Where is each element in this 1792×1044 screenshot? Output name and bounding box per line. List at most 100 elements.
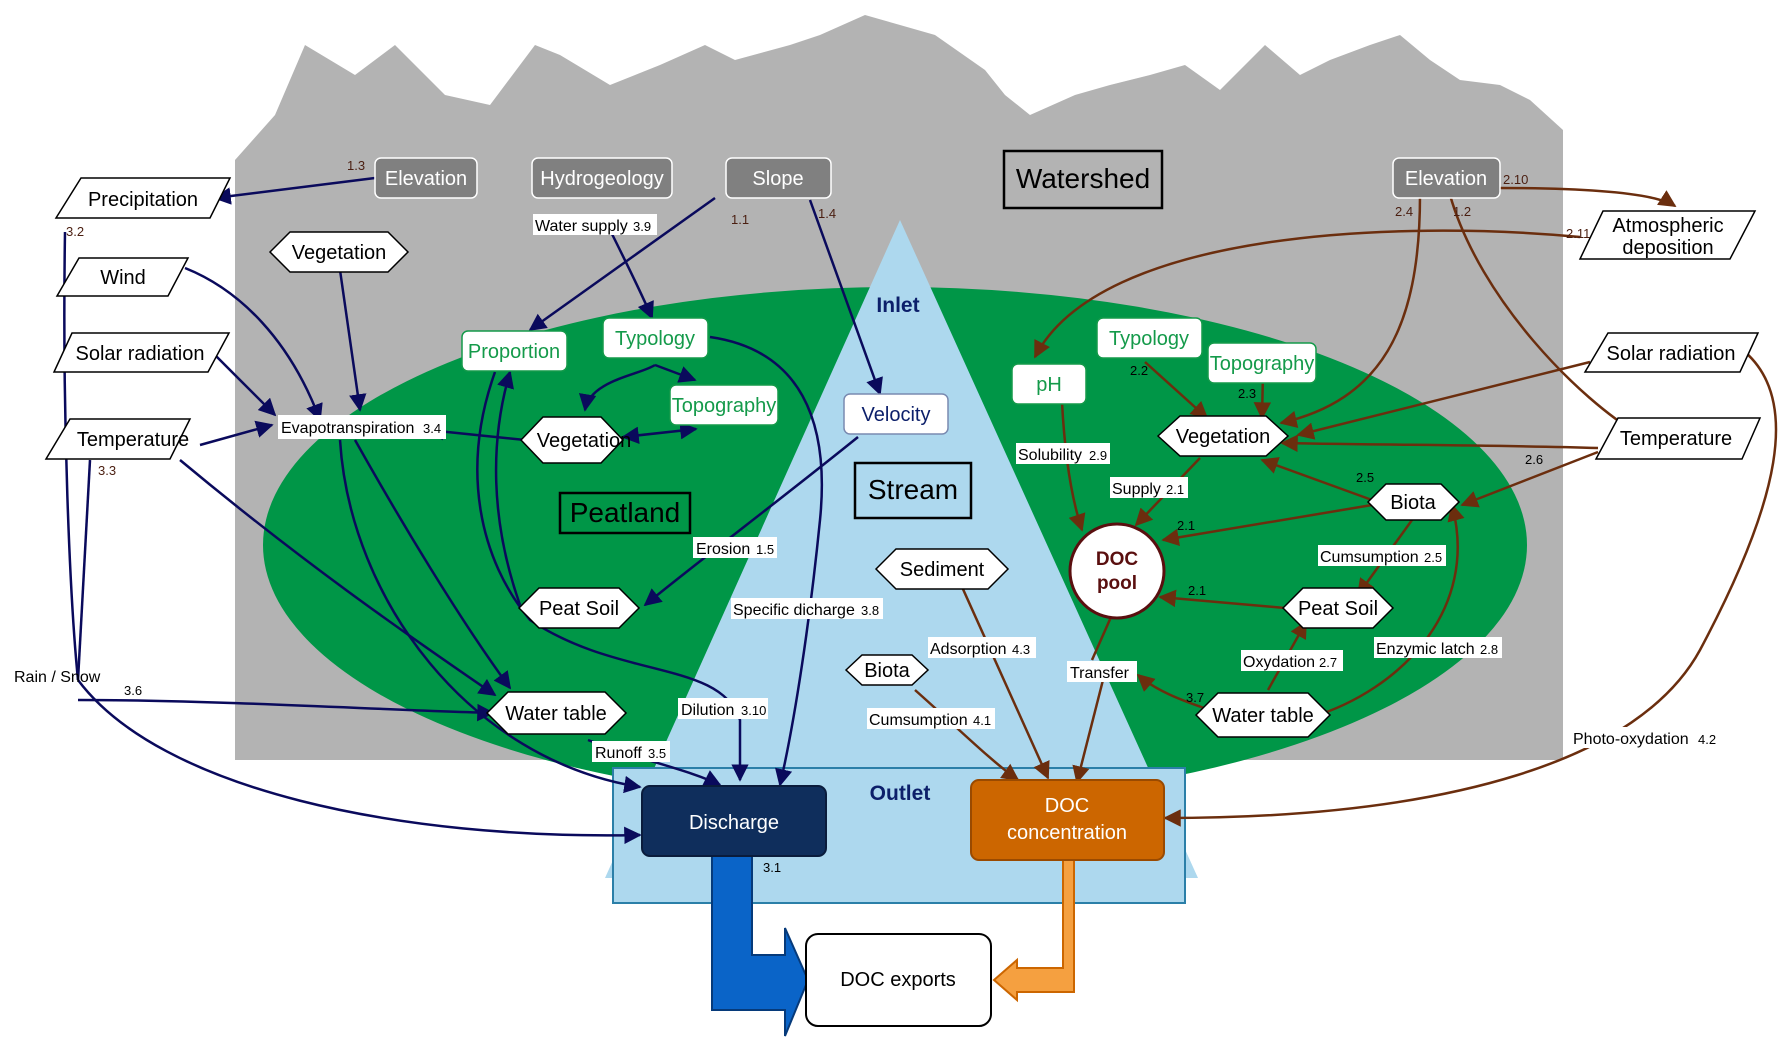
svg-text:1.3: 1.3 (347, 158, 365, 173)
svg-text:Velocity: Velocity (862, 404, 931, 426)
svg-text:Biota: Biota (1390, 492, 1436, 514)
doc-pool-node: DOC pool (1068, 522, 1166, 620)
ph-node: pH (1011, 363, 1087, 405)
svg-text:1.1: 1.1 (731, 212, 749, 227)
stream-title: Stream (853, 461, 973, 520)
water-table-node-right: Water table (1194, 692, 1332, 738)
svg-text:2.10: 2.10 (1503, 172, 1528, 187)
svg-text:Temperature: Temperature (1620, 428, 1732, 450)
svg-text:Typology: Typology (615, 328, 695, 350)
svg-text:deposition: deposition (1622, 237, 1713, 259)
elevation-node-right: Elevation (1392, 157, 1501, 199)
svg-text:Proportion: Proportion (468, 341, 560, 363)
atmospheric-deposition-node: Atmospheric deposition (1578, 210, 1757, 260)
svg-text:3.6: 3.6 (124, 683, 142, 698)
svg-text:Evapotranspiration: Evapotranspiration (281, 420, 414, 437)
svg-text:3.7: 3.7 (1186, 690, 1204, 705)
biota-node-right: Biota (1366, 483, 1461, 521)
svg-text:4.2: 4.2 (1698, 732, 1716, 747)
svg-text:Cumsumption: Cumsumption (1320, 549, 1419, 566)
svg-text:3.10: 3.10 (741, 703, 766, 718)
svg-text:3.8: 3.8 (861, 603, 879, 618)
svg-text:2.1: 2.1 (1188, 583, 1206, 598)
doc-concentration-box: DOC concentration (970, 779, 1165, 861)
svg-text:Watershed: Watershed (1016, 163, 1150, 194)
svg-text:Wind: Wind (100, 267, 146, 289)
inlet-label: Inlet (876, 294, 919, 317)
rain-snow-label: Rain / Snow (14, 669, 101, 686)
svg-text:Atmospheric: Atmospheric (1612, 215, 1723, 237)
typology-node-left: Typology (602, 317, 709, 359)
doc-exports-box: DOC exports (805, 933, 992, 1027)
velocity-node: Velocity (843, 393, 949, 435)
svg-text:Discharge: Discharge (689, 812, 779, 834)
svg-text:Water supply: Water supply (535, 218, 628, 235)
vegetation-node-peatland: Vegetation (519, 416, 632, 464)
enzymic-latch-label: Enzymic latch 2.8 (1374, 637, 1502, 658)
svg-text:Transfer: Transfer (1070, 665, 1130, 682)
peat-soil-node-right: Peat Soil (1281, 587, 1395, 629)
discharge-export-arrow (711, 854, 810, 1037)
elevation-node-left: Elevation (374, 157, 478, 199)
svg-text:Stream: Stream (868, 474, 958, 505)
topography-node-left: Topography (669, 384, 779, 426)
svg-text:Biota: Biota (864, 660, 910, 682)
svg-text:Hydrogeology: Hydrogeology (540, 168, 663, 190)
proportion-node: Proportion (461, 330, 568, 372)
svg-text:Topography: Topography (1210, 353, 1315, 375)
svg-text:Solar radiation: Solar radiation (76, 343, 205, 365)
svg-text:Elevation: Elevation (1405, 168, 1487, 190)
svg-text:Water table: Water table (505, 703, 607, 725)
slope-node: Slope (725, 157, 832, 199)
solar-radiation-node-right: Solar radiation (1583, 332, 1760, 373)
svg-text:concentration: concentration (1007, 822, 1127, 844)
specific-discharge-label: Specific dicharge 3.8 (731, 598, 883, 619)
temperature-node-right: Temperature (1594, 417, 1762, 460)
svg-text:Typology: Typology (1109, 328, 1189, 350)
svg-text:Topography: Topography (672, 395, 777, 417)
svg-text:DOC exports: DOC exports (840, 969, 956, 991)
svg-text:Precipitation: Precipitation (88, 189, 198, 211)
sediment-node: Sediment (874, 548, 1010, 590)
supply-label: Supply 2.1 (1110, 477, 1188, 498)
hydrology-arrows (63, 176, 883, 845)
topography-node-right: Topography (1207, 342, 1317, 384)
peatland-title: Peatland (558, 491, 692, 535)
svg-text:Vegetation: Vegetation (292, 242, 387, 264)
evapotranspiration-node: Evapotranspiration 3.4 (278, 415, 446, 439)
dilution-label: Dilution 3.10 (678, 698, 768, 719)
solubility-label: Solubility 2.9 (1016, 443, 1110, 464)
svg-text:Runoff: Runoff (595, 745, 642, 762)
svg-text:3.5: 3.5 (648, 746, 666, 761)
svg-text:DOC: DOC (1096, 549, 1139, 570)
svg-text:2.1: 2.1 (1177, 518, 1195, 533)
vegetation-node-top: Vegetation (268, 231, 410, 273)
svg-text:1.4: 1.4 (818, 206, 836, 221)
peat-soil-node-left: Peat Soil (517, 587, 641, 629)
outlet-label: Outlet (870, 782, 931, 805)
svg-text:2.1: 2.1 (1166, 482, 1184, 497)
wind-node: Wind (55, 257, 190, 297)
svg-text:Specific dicharge: Specific dicharge (733, 602, 855, 619)
svg-text:pool: pool (1097, 573, 1137, 594)
svg-text:2.2: 2.2 (1130, 363, 1148, 378)
svg-text:Supply: Supply (1112, 481, 1161, 498)
svg-text:3.1: 3.1 (763, 860, 781, 875)
svg-text:4.3: 4.3 (1012, 642, 1030, 657)
erosion-label: Erosion 1.5 (693, 537, 777, 558)
doc-concentration-export-arrow (992, 854, 1075, 1003)
vegetation-node-right: Vegetation (1156, 415, 1290, 457)
typology-node-right: Typology (1096, 317, 1203, 359)
svg-text:Solar radiation: Solar radiation (1607, 343, 1736, 365)
svg-text:Erosion: Erosion (696, 541, 750, 558)
svg-text:3.2: 3.2 (66, 224, 84, 239)
runoff-label: Runoff 3.5 (592, 741, 670, 762)
svg-text:4.1: 4.1 (973, 713, 991, 728)
svg-text:2.11: 2.11 (1566, 226, 1590, 241)
svg-text:Vegetation: Vegetation (537, 430, 632, 452)
svg-text:Enzymic latch: Enzymic latch (1376, 641, 1475, 658)
hydrogeology-node: Hydrogeology (531, 157, 673, 199)
biota-node-stream: Biota (844, 654, 930, 686)
